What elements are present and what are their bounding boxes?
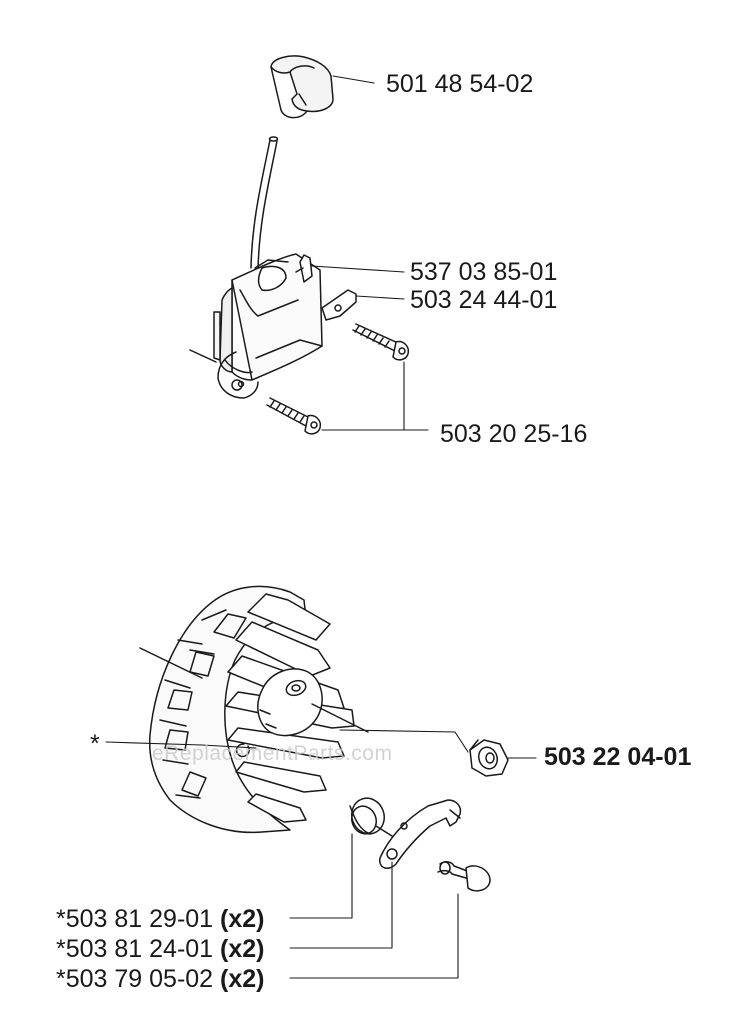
flywheel (139, 585, 369, 834)
flywheel-nut (469, 739, 509, 777)
part-number-spring: *503 81 29-01 (56, 905, 214, 933)
label-pawl-pin: *503 79 05-02 (x2) (56, 965, 265, 993)
spark-plug-cap (270, 55, 334, 119)
terminal-clip (295, 254, 313, 283)
ignition-module (213, 253, 323, 399)
quantity-spring: (x2) (220, 905, 265, 933)
part-number-pin: *503 79 05-02 (56, 965, 214, 993)
pawl-spring (349, 797, 393, 837)
part-number-pawl: *503 81 24-01 (56, 935, 214, 963)
leader-lines (105, 75, 537, 979)
label-spark-plug-cap: 501 48 54-02 (386, 70, 534, 98)
label-pawl-spring: *503 81 29-01 (x2) (56, 905, 265, 933)
quantity-pin: (x2) (220, 965, 265, 993)
upper-screw (352, 323, 410, 361)
label-screws: 503 20 25-16 (440, 420, 588, 448)
mounting-bracket (321, 289, 357, 321)
lower-screw (266, 397, 322, 435)
label-terminal: 537 03 85-01 (410, 258, 558, 286)
label-flywheel: * (90, 730, 100, 758)
quantity-pawl: (x2) (220, 935, 265, 963)
label-bracket: 503 24 44-01 (410, 286, 558, 314)
watermark: eReplacementParts.com (152, 742, 393, 765)
pawl-pin (437, 861, 491, 892)
ht-lead (250, 136, 279, 271)
label-starter-pawl: *503 81 24-01 (x2) (56, 935, 265, 963)
starter-pawl (379, 799, 462, 869)
axis-line-upper (189, 349, 217, 363)
label-flywheel-nut: 503 22 04-01 (544, 743, 692, 771)
